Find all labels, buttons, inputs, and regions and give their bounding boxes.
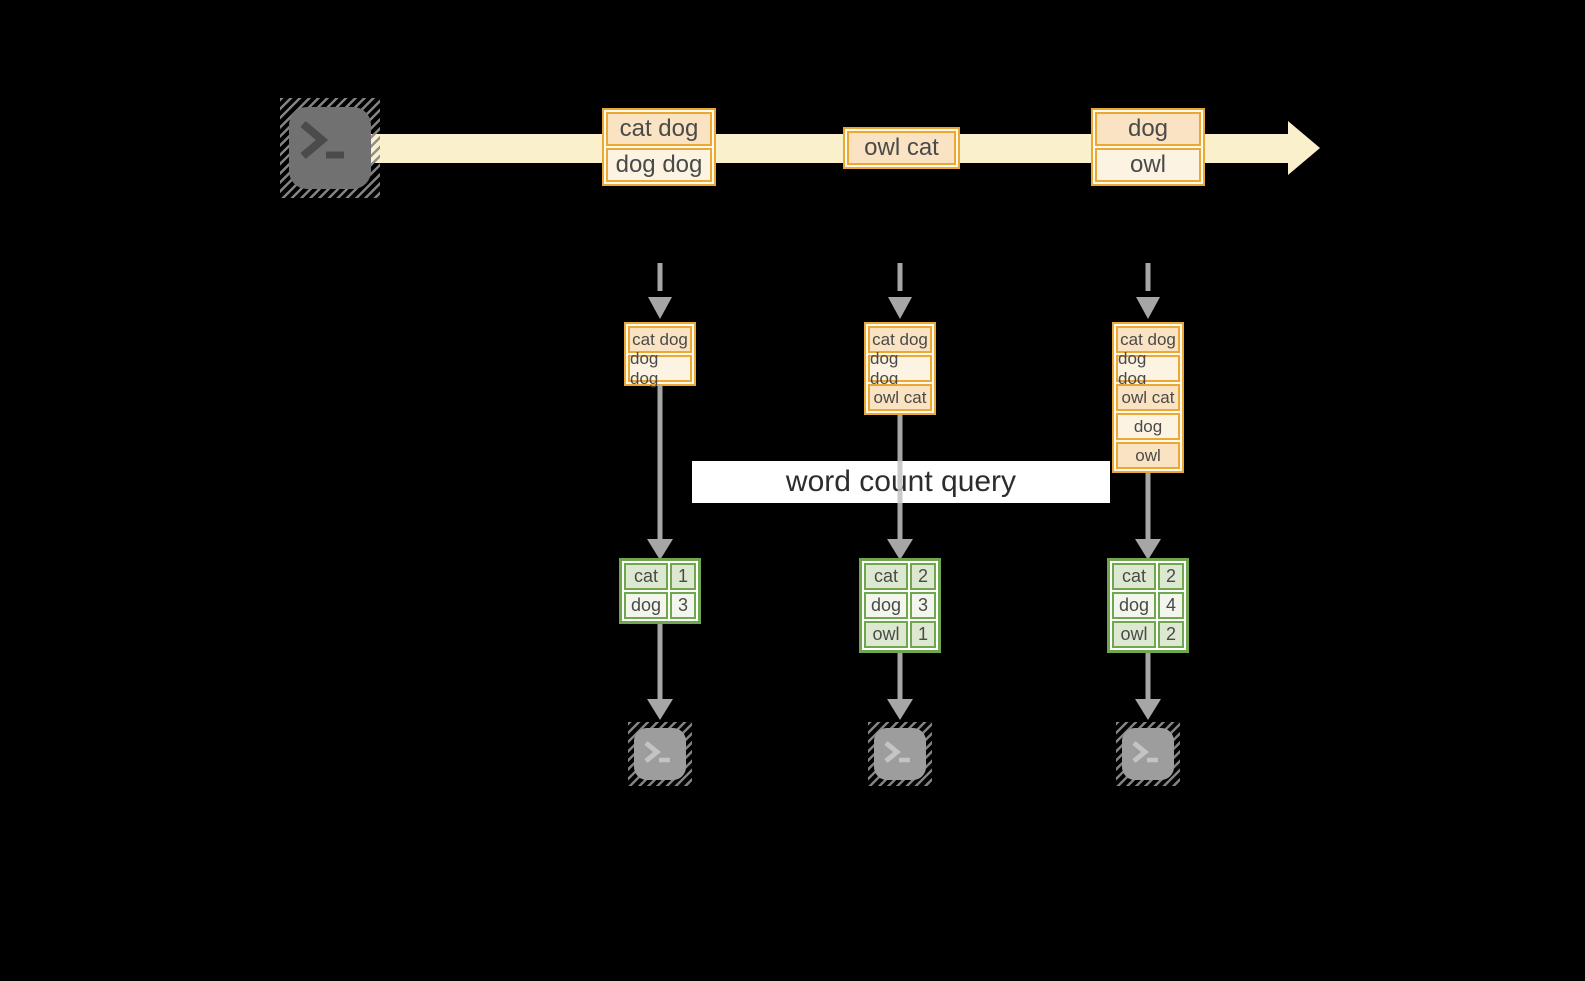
state-stack-3: cat dog dog dog owl cat dog owl: [1112, 322, 1184, 473]
count-table-3: cat 2 dog 4 owl 2: [1107, 558, 1189, 653]
state-item: dog dog: [628, 349, 692, 388]
table-row: dog 4: [1112, 592, 1184, 619]
count-cell: 1: [910, 621, 936, 648]
sink-terminal-icon: [628, 722, 692, 786]
table-row: dog 3: [864, 592, 936, 619]
table-row: owl 1: [864, 621, 936, 648]
dashed-down-arrow-icon: [888, 263, 912, 319]
state-item: dog: [1116, 413, 1180, 440]
down-arrow-icon: [1135, 473, 1161, 560]
batch-box-2: owl cat: [843, 127, 960, 169]
terminal-body: [634, 728, 686, 780]
terminal-prompt-icon: [1132, 741, 1158, 763]
terminal-prompt-icon: [644, 741, 670, 763]
batch-box-3: dog owl: [1091, 108, 1205, 186]
batch-item: owl: [1095, 148, 1201, 182]
table-row: cat 2: [1112, 563, 1184, 590]
batch-item: dog dog: [606, 148, 712, 182]
down-arrow-icon: [647, 386, 673, 560]
state-item: cat dog: [868, 326, 932, 353]
down-arrow-icon: [647, 624, 673, 720]
dashed-down-arrow-icon: [648, 263, 672, 319]
state-item: owl cat: [868, 384, 932, 411]
count-cell: 1: [670, 563, 696, 590]
count-table-1: cat 1 dog 3: [619, 558, 701, 624]
word-cell: dog: [864, 592, 908, 619]
word-cell: cat: [1112, 563, 1156, 590]
batch-item: dog: [1095, 112, 1201, 146]
word-cell: cat: [864, 563, 908, 590]
state-item: dog dog: [1116, 349, 1180, 388]
state-stack-1: cat dog dog dog: [624, 322, 696, 388]
word-cell: dog: [1112, 592, 1156, 619]
terminal-body: [874, 728, 926, 780]
count-cell: 4: [1158, 592, 1184, 619]
count-cell: 2: [910, 563, 936, 590]
word-cell: owl: [864, 621, 908, 648]
table-row: owl 2: [1112, 621, 1184, 648]
terminal-body: [289, 107, 371, 189]
sink-terminal-icon: [868, 722, 932, 786]
state-item: owl: [1116, 442, 1180, 469]
count-cell: 2: [1158, 563, 1184, 590]
terminal-prompt-icon: [884, 741, 910, 763]
table-row: cat 2: [864, 563, 936, 590]
down-arrow-icon: [1135, 653, 1161, 720]
down-arrow-icon: [887, 653, 913, 720]
word-cell: cat: [624, 563, 668, 590]
table-row: dog 3: [624, 592, 696, 619]
state-item: owl cat: [1116, 384, 1180, 411]
batch-item: owl cat: [847, 131, 956, 165]
state-item: cat dog: [1116, 326, 1180, 353]
dashed-down-arrow-icon: [1136, 263, 1160, 319]
count-cell: 2: [1158, 621, 1184, 648]
table-row: cat 1: [624, 563, 696, 590]
count-cell: 3: [910, 592, 936, 619]
batch-box-1: cat dog dog dog: [602, 108, 716, 186]
stream-timeline-arrowhead-icon: [1288, 121, 1320, 175]
state-item: dog dog: [868, 349, 932, 388]
terminal-body: [1122, 728, 1174, 780]
state-item: cat dog: [628, 326, 692, 353]
terminal-prompt-icon: [300, 121, 344, 160]
batch-item: cat dog: [606, 112, 712, 146]
sink-terminal-icon: [1116, 722, 1180, 786]
source-terminal-icon: [280, 98, 380, 198]
count-table-2: cat 2 dog 3 owl 1: [859, 558, 941, 653]
word-cell: owl: [1112, 621, 1156, 648]
down-arrow-icon: [887, 415, 913, 560]
state-stack-2: cat dog dog dog owl cat: [864, 322, 936, 415]
count-cell: 3: [670, 592, 696, 619]
word-cell: dog: [624, 592, 668, 619]
